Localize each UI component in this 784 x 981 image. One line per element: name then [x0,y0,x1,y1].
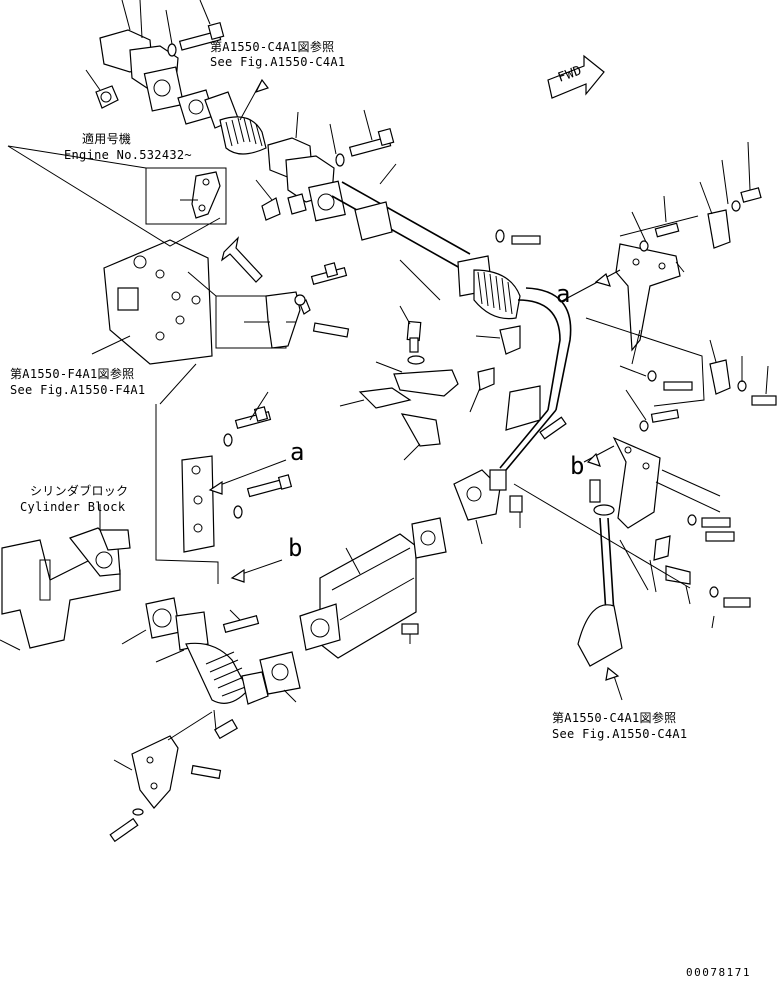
muffler-assembly [259,517,447,703]
second-valve-assembly [255,111,346,222]
callout-b-left: b [288,534,303,562]
applicable-engine-ja: 適用号機 [82,132,132,146]
lower-support-bracket [109,711,213,843]
cylinder-block [0,504,131,651]
ref-c4a1-bottom-ja: 第A1550-C4A1図参照 [552,711,677,725]
ref-c4a1-top-ja: 第A1550-C4A1図参照 [210,40,335,54]
bellows-top [177,78,269,155]
applicable-engine-en: Engine No.532432~ [64,148,192,162]
cylinder-block-en: Cylinder Block [20,500,126,514]
outlet-flange [453,416,567,545]
side-bracket-mid [155,363,293,584]
ref-f4a1-ja: 第A1550-F4A1図参照 [10,367,135,381]
callout-a-right: a [556,280,571,308]
drawing-number: 00078171 [686,966,751,979]
pipe-bracket-center [187,262,350,349]
applicable-bracket [7,145,227,247]
lower-elbow-assembly [121,597,269,780]
cover-plate-left [91,239,213,365]
ref-f4a1-en: See Fig.A1550-F4A1 [10,383,146,397]
ref-c4a1-top-en: See Fig.A1550-C4A1 [210,55,346,69]
upper-valve-assembly [85,0,185,112]
callout-a-left: a [290,438,305,466]
cylinder-block-ja: シリンダブロック [30,484,129,498]
assembly-direction-arrow [221,236,263,283]
right-upper-bracket [495,141,762,352]
right-lower-bracket [513,436,751,701]
center-clamps [339,305,521,461]
bolt-top-2 [329,109,395,167]
main-pipe [331,163,572,471]
right-mid-stay [585,317,777,432]
ref-c4a1-bottom-en: See Fig.A1550-C4A1 [552,727,688,741]
fwd-arrow-shape [547,54,605,99]
callout-b-right: b [570,452,585,480]
bolt-top-1 [165,0,225,57]
